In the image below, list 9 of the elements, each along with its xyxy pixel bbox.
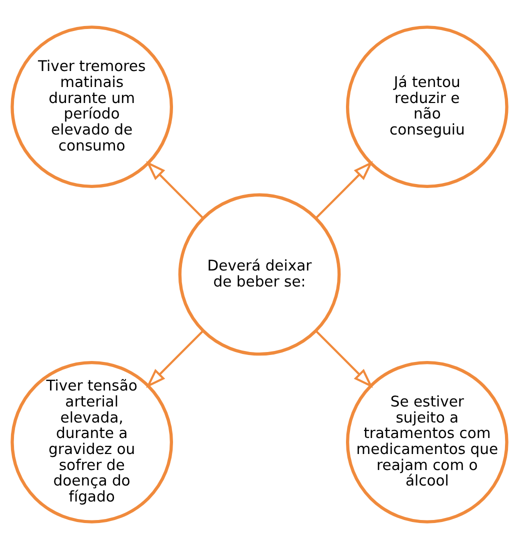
arrow — [146, 330, 204, 388]
node-circle: Já tentou reduzir e não conseguiu — [346, 25, 508, 188]
node-circle: Deverá deixar de beber se: — [178, 192, 341, 356]
node-circle: Tiver tremores matinais durante um período elevado de consumo — [10, 25, 174, 188]
node-circle: Tiver tensão arterial elevada, durante a gravidez ou sofrer de doença do fígado — [10, 360, 174, 523]
arrow — [146, 160, 204, 218]
arrow — [315, 330, 373, 388]
arrow — [315, 160, 373, 218]
node-circle: Se estiver sujeito a tratamentos com medicamentos que reajam com o álcool — [346, 360, 508, 523]
